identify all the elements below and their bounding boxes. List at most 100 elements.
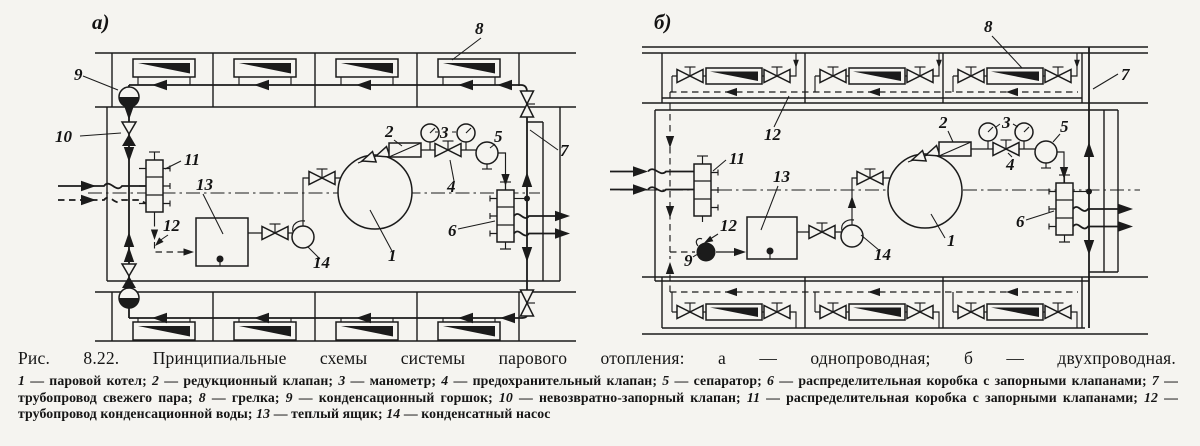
check-valve-symbol xyxy=(121,263,137,289)
leader-line xyxy=(1007,152,1013,158)
distribution-box-6-symbol xyxy=(1055,174,1074,236)
plant-room-b xyxy=(693,122,1133,260)
radiator-symbol xyxy=(705,67,763,85)
flow-arrow-down xyxy=(123,147,135,162)
tap-arrow-down xyxy=(1074,59,1080,68)
callout-2: 2 xyxy=(384,122,394,141)
valve-symbol xyxy=(261,223,289,241)
leader-line xyxy=(393,139,403,147)
callouts-b: б) 8 7 12 11 13 12 9 14 1 2 3 4 xyxy=(654,10,1131,270)
callout-11: 11 xyxy=(729,149,745,168)
plant-room-a xyxy=(139,123,570,267)
steam-outlet-branches xyxy=(513,213,558,237)
flow-arrow-left xyxy=(725,87,737,97)
callout-10: 10 xyxy=(55,127,73,146)
tap-arrow-down xyxy=(793,59,799,68)
leader-line xyxy=(307,246,321,260)
leader-line xyxy=(79,132,122,137)
legend-item: 1 — паровой котел; xyxy=(18,373,153,388)
callout-12-top: 12 xyxy=(764,125,782,144)
leader-line xyxy=(947,130,954,143)
legend-item: 7 — трубопровод свежего пара; xyxy=(18,373,1178,405)
leader-line xyxy=(457,220,496,230)
legend-item: 4 — предохранительный клапан; xyxy=(441,373,663,388)
flow-arrow-up xyxy=(123,247,135,262)
callout-9: 9 xyxy=(74,65,83,84)
callout-13: 13 xyxy=(773,167,791,186)
callout-13: 13 xyxy=(196,175,214,194)
valve-symbol xyxy=(1044,66,1072,84)
radiator-stubs-bottom xyxy=(137,318,496,322)
diagram-a: а) 9 10 11 13 12 14 1 2 3 4 5 6 xyxy=(55,10,576,342)
legend-item: 12 — трубопровод конденсационной воды; xyxy=(18,389,1178,422)
tap-arrow-down xyxy=(936,59,942,68)
flow-arrow-right xyxy=(1118,203,1133,215)
inlet-line-dashed xyxy=(58,196,147,205)
steam-riser-b xyxy=(1083,47,1095,328)
valve-symbol xyxy=(676,302,704,320)
steam-mains-top xyxy=(642,46,1148,104)
flow-arrow-down xyxy=(665,206,675,218)
radiator-symbol xyxy=(335,58,399,78)
callout-12-mid: 12 xyxy=(720,216,738,235)
distribution-box-11-symbol xyxy=(145,151,164,213)
leader-line xyxy=(1025,210,1055,221)
flow-arrow-down xyxy=(665,136,675,148)
valve-symbol xyxy=(308,168,336,186)
callout-1: 1 xyxy=(947,231,956,250)
drain-dot xyxy=(216,255,224,263)
safety-valve-symbol xyxy=(434,140,462,158)
flow-arrow-left xyxy=(1006,87,1018,97)
flow-arrow-right xyxy=(1118,221,1133,232)
valve-symbol xyxy=(957,302,985,320)
callout-6: 6 xyxy=(448,221,457,240)
legend-item: 14 — конденсатный насос xyxy=(386,406,551,421)
inlet-line-solid xyxy=(58,182,146,190)
condensate-trap-symbol xyxy=(118,86,140,108)
separator-symbol xyxy=(1034,140,1058,169)
heater-band-bottom xyxy=(642,276,1148,335)
callout-1: 1 xyxy=(388,246,397,265)
leader-line xyxy=(760,185,779,231)
callouts-a: а) 9 10 11 13 12 14 1 2 3 4 5 6 xyxy=(55,10,570,272)
leader-line xyxy=(164,160,182,170)
riser-valve-symbol xyxy=(519,90,536,118)
leader-line xyxy=(451,37,482,61)
callout-7: 7 xyxy=(560,141,570,160)
callout-2: 2 xyxy=(938,113,948,132)
diagram-b: б) 8 7 12 11 13 12 9 14 1 2 3 4 xyxy=(610,10,1148,335)
flow-arrow-left xyxy=(356,79,371,91)
legend-item: 13 — теплый ящик; xyxy=(256,406,387,421)
callout-3: 3 xyxy=(439,123,449,142)
flow-arrow-right xyxy=(555,228,570,239)
flow-arrow-up xyxy=(847,196,857,208)
legend-item: 3 — манометр; xyxy=(338,373,442,388)
flow-arrow-left xyxy=(868,87,880,97)
steam-mains-bottom xyxy=(642,276,1148,335)
leader-line xyxy=(82,75,119,91)
steam-loop-pipe xyxy=(129,84,528,319)
valve-symbol xyxy=(906,302,934,320)
legend-item: 2 — редукционный клапан; xyxy=(152,373,339,388)
callout-14: 14 xyxy=(874,245,891,264)
radiator-symbol xyxy=(848,67,906,85)
check-valve-symbol xyxy=(121,121,137,147)
callout-5: 5 xyxy=(494,127,503,146)
reduction-valve-symbol xyxy=(938,141,972,157)
callout-9: 9 xyxy=(684,251,693,270)
distribution-box-stubs xyxy=(489,195,511,250)
legend-item: 6 — распределительная коробка с запорным… xyxy=(767,373,1152,388)
riser-valve-symbol xyxy=(519,289,536,317)
valve-symbol xyxy=(763,302,791,320)
valve-symbol xyxy=(957,66,985,84)
section-dividers xyxy=(661,277,1083,328)
legend-item: 9 — конденсационный горшок; xyxy=(285,389,499,405)
reduction-valve-symbol xyxy=(388,142,422,158)
leader-line xyxy=(712,159,727,172)
radiator-stubs-top xyxy=(137,77,496,85)
callout-6: 6 xyxy=(1016,212,1025,231)
steam-outlet-branches xyxy=(1072,206,1125,230)
leader-line xyxy=(1052,133,1061,143)
separator-outlet xyxy=(498,152,507,190)
callout-12: 12 xyxy=(163,216,181,235)
